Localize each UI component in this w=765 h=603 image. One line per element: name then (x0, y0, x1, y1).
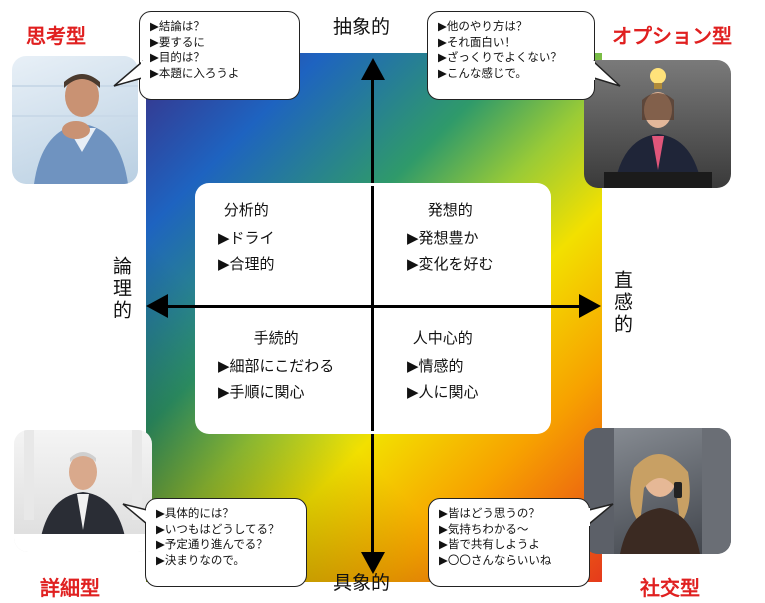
quadrant-item: ▶ドライ (218, 229, 275, 247)
bubble-tail-thinking (113, 60, 144, 87)
center-horizontal-divider (195, 305, 551, 308)
bubble-line: ▶皆で共有しようよ (439, 537, 540, 551)
type-label-option: オプション型 (612, 24, 732, 48)
arrow-down-icon (361, 552, 385, 574)
photo-thinking-businessman (12, 56, 138, 184)
center-vertical-divider (371, 186, 374, 431)
axis-label-top: 抽象的 (333, 16, 391, 38)
bubble-tail-social (587, 503, 614, 526)
bubble-line: ▶皆はどう思うの？ (439, 506, 540, 520)
bubble-line: ▶ざっくりでよくない？ (438, 50, 562, 64)
bubble-line: ▶他のやり方は？ (438, 19, 528, 33)
quadrant-item: ▶手順に関心 (218, 383, 305, 401)
quadrant-title: 人中心的 (412, 329, 473, 347)
bubble-line: ▶要するに (150, 34, 205, 49)
quadrant-item: ▶合理的 (218, 255, 275, 273)
woman-phone-icon (584, 428, 731, 554)
bubble-tail-detail (122, 503, 149, 526)
bubble-line: ▶決まりなので。 (156, 552, 245, 567)
axis-label-left: 論理的 (110, 256, 132, 322)
quadrant-item: ▶発想豊か (407, 229, 479, 247)
bubble-line: ▶気持ちわかる～ (439, 521, 529, 536)
bubble-line: ▶本題に入ろうよ (150, 65, 240, 80)
type-label-social: 社交型 (640, 576, 700, 600)
quadrant-item: ▶情感的 (407, 357, 464, 375)
photo-detail-businessman (14, 430, 152, 552)
quadrant-conceptual: 発想的 ▶発想豊か ▶変化を好む (407, 200, 494, 280)
bubble-line: ▶いつもはどうしてる？ (156, 521, 280, 536)
quadrant-analytical: 分析的 ▶ドライ ▶合理的 (218, 200, 275, 280)
axis-label-bottom: 具象的 (333, 572, 391, 594)
quadrant-title: 発想的 (427, 201, 473, 219)
speech-bubble-social: ▶皆はどう思うの？ ▶気持ちわかる～ ▶皆で共有しようよ ▶〇〇さんならいいね (428, 498, 590, 587)
axis-label-right: 直感的 (611, 270, 633, 336)
quadrant-item: ▶人に関心 (407, 383, 479, 401)
speech-bubble-detail: ▶具体的には？ ▶いつもはどうしてる？ ▶予定通り進んでる？ ▶決まりなので。 (145, 498, 307, 587)
speech-bubble-thinking: ▶結論は？ ▶要するに ▶目的は？ ▶本題に入ろうよ (139, 11, 300, 100)
arrow-left-icon (146, 294, 168, 318)
bubble-line: ▶〇〇さんならいいね (439, 552, 552, 567)
bubble-line: ▶こんな感じで。 (438, 65, 527, 80)
speech-bubble-option: ▶他のやり方は？ ▶それ面白い！ ▶ざっくりでよくない？ ▶こんな感じで。 (427, 11, 595, 100)
quadrant-item: ▶変化を好む (407, 255, 494, 273)
type-label-thinking: 思考型 (26, 24, 86, 48)
thinking-person-icon (12, 74, 138, 184)
quadrant-procedural: 手続的 ▶細部にこだわる ▶手順に関心 (218, 328, 334, 408)
bubble-tail-option (592, 60, 621, 87)
quadrant-title: 分析的 (223, 201, 269, 219)
quadrant-people-centered: 人中心的 ▶情感的 ▶人に関心 (407, 328, 479, 408)
bubble-line: ▶それ面白い！ (438, 34, 516, 49)
type-label-detail: 詳細型 (40, 576, 100, 600)
bubble-line: ▶目的は？ (150, 50, 205, 64)
quadrant-item: ▶細部にこだわる (218, 357, 335, 375)
photo-social-woman-phone (584, 428, 731, 554)
businessman-desk-icon (14, 430, 152, 552)
bubble-line: ▶予定通り進んでる？ (156, 537, 268, 551)
arrow-up-icon (361, 58, 385, 80)
lightbulb-person-icon (604, 68, 712, 188)
quadrant-title: 手続的 (253, 329, 299, 347)
bubble-line: ▶結論は？ (150, 19, 205, 33)
bubble-line: ▶具体的には？ (156, 506, 234, 520)
arrow-right-icon (579, 294, 601, 318)
